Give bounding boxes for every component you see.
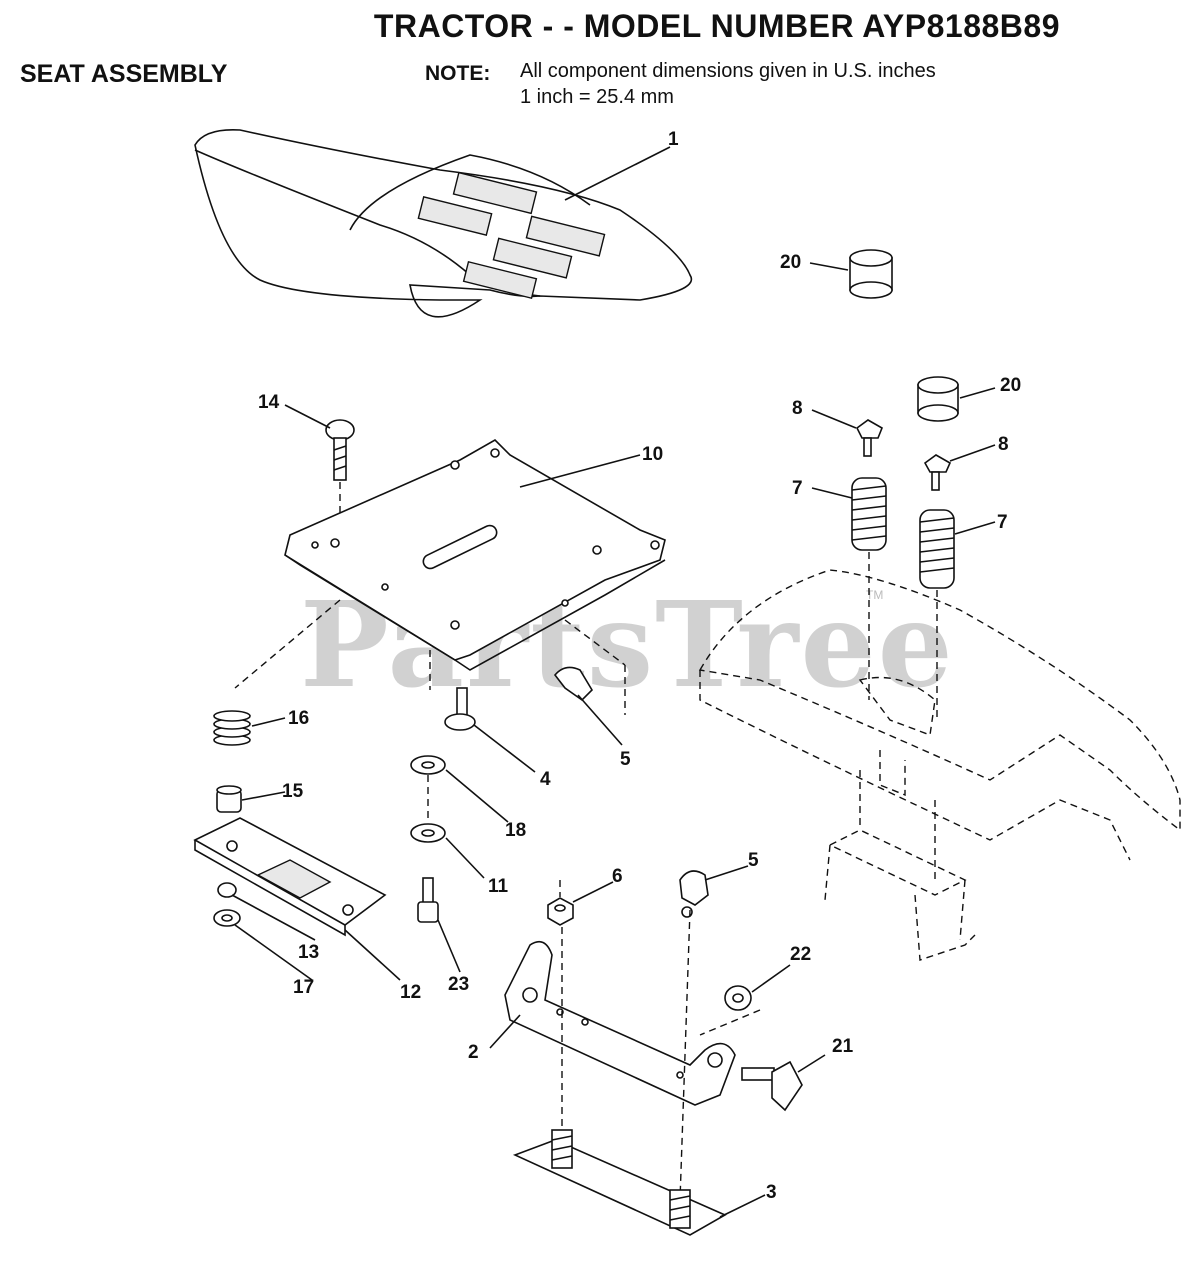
callout-20b: 20 (1000, 375, 1021, 396)
part-small-nut (217, 882, 237, 898)
callout-labels: 1 2 3 4 5 5 6 7 7 8 8 10 11 12 13 14 15 … (258, 129, 1021, 1203)
part-spring-left (851, 477, 887, 700)
callout-16: 16 (288, 708, 309, 729)
callout-13: 13 (298, 942, 319, 963)
part-clip-upper (553, 619, 626, 715)
note-line-2: 1 inch = 25.4 mm (520, 86, 674, 108)
part-carriage-bolt (325, 419, 355, 540)
part-clip-lower (679, 870, 709, 918)
watermark-tm: TM (866, 588, 884, 602)
callout-22: 22 (790, 944, 811, 965)
part-spring-small (213, 710, 251, 746)
part-hex-bolt (417, 877, 439, 923)
callout-20a: 20 (780, 252, 801, 273)
part-seat-plate (234, 439, 666, 690)
part-pivot-bracket (504, 909, 736, 1201)
part-mounting-plate (512, 1129, 727, 1236)
callout-6: 6 (612, 866, 623, 887)
callout-10: 10 (642, 444, 663, 465)
section-title: SEAT ASSEMBLY (20, 60, 228, 88)
part-hex-nut (547, 880, 574, 926)
part-shoulder-bolt-21 (741, 1060, 803, 1112)
page-title: TRACTOR - - MODEL NUMBER AYP8188B89 (373, 8, 1060, 44)
callout-5a: 5 (620, 749, 631, 770)
callout-17: 17 (293, 977, 314, 998)
note-label: NOTE: (425, 62, 491, 85)
part-bumper-right (917, 376, 959, 422)
callout-8a: 8 (792, 398, 803, 419)
part-knob-left (855, 419, 884, 457)
part-spring-right (919, 509, 955, 720)
part-washer-18 (410, 755, 446, 775)
part-bumper-left (849, 249, 893, 299)
callout-8b: 8 (998, 434, 1009, 455)
part-slide-bracket (193, 817, 387, 937)
callout-4: 4 (540, 769, 551, 790)
part-seat (194, 128, 693, 318)
tractor-fender-reference (698, 569, 1181, 961)
callout-21: 21 (832, 1036, 854, 1057)
callout-7a: 7 (792, 478, 803, 499)
callout-1: 1 (668, 129, 679, 150)
callout-12: 12 (400, 982, 421, 1003)
callout-23: 23 (448, 974, 469, 995)
part-lock-nut (699, 985, 761, 1036)
callout-15: 15 (282, 781, 304, 802)
note-line-1: All component dimensions given in U.S. i… (520, 60, 936, 82)
callout-14: 14 (258, 392, 280, 413)
part-knob-right (923, 454, 952, 491)
callout-18: 18 (505, 820, 526, 841)
callout-2: 2 (468, 1042, 479, 1063)
part-washer-11 (410, 823, 446, 843)
callout-11: 11 (488, 876, 509, 897)
callout-3: 3 (766, 1182, 777, 1203)
part-shoulder-bolt (444, 687, 476, 731)
callout-5b: 5 (748, 850, 759, 871)
callout-7b: 7 (997, 512, 1008, 533)
part-spacer (216, 785, 242, 813)
leader-lines (231, 146, 996, 1218)
part-flange-nut (213, 909, 241, 927)
